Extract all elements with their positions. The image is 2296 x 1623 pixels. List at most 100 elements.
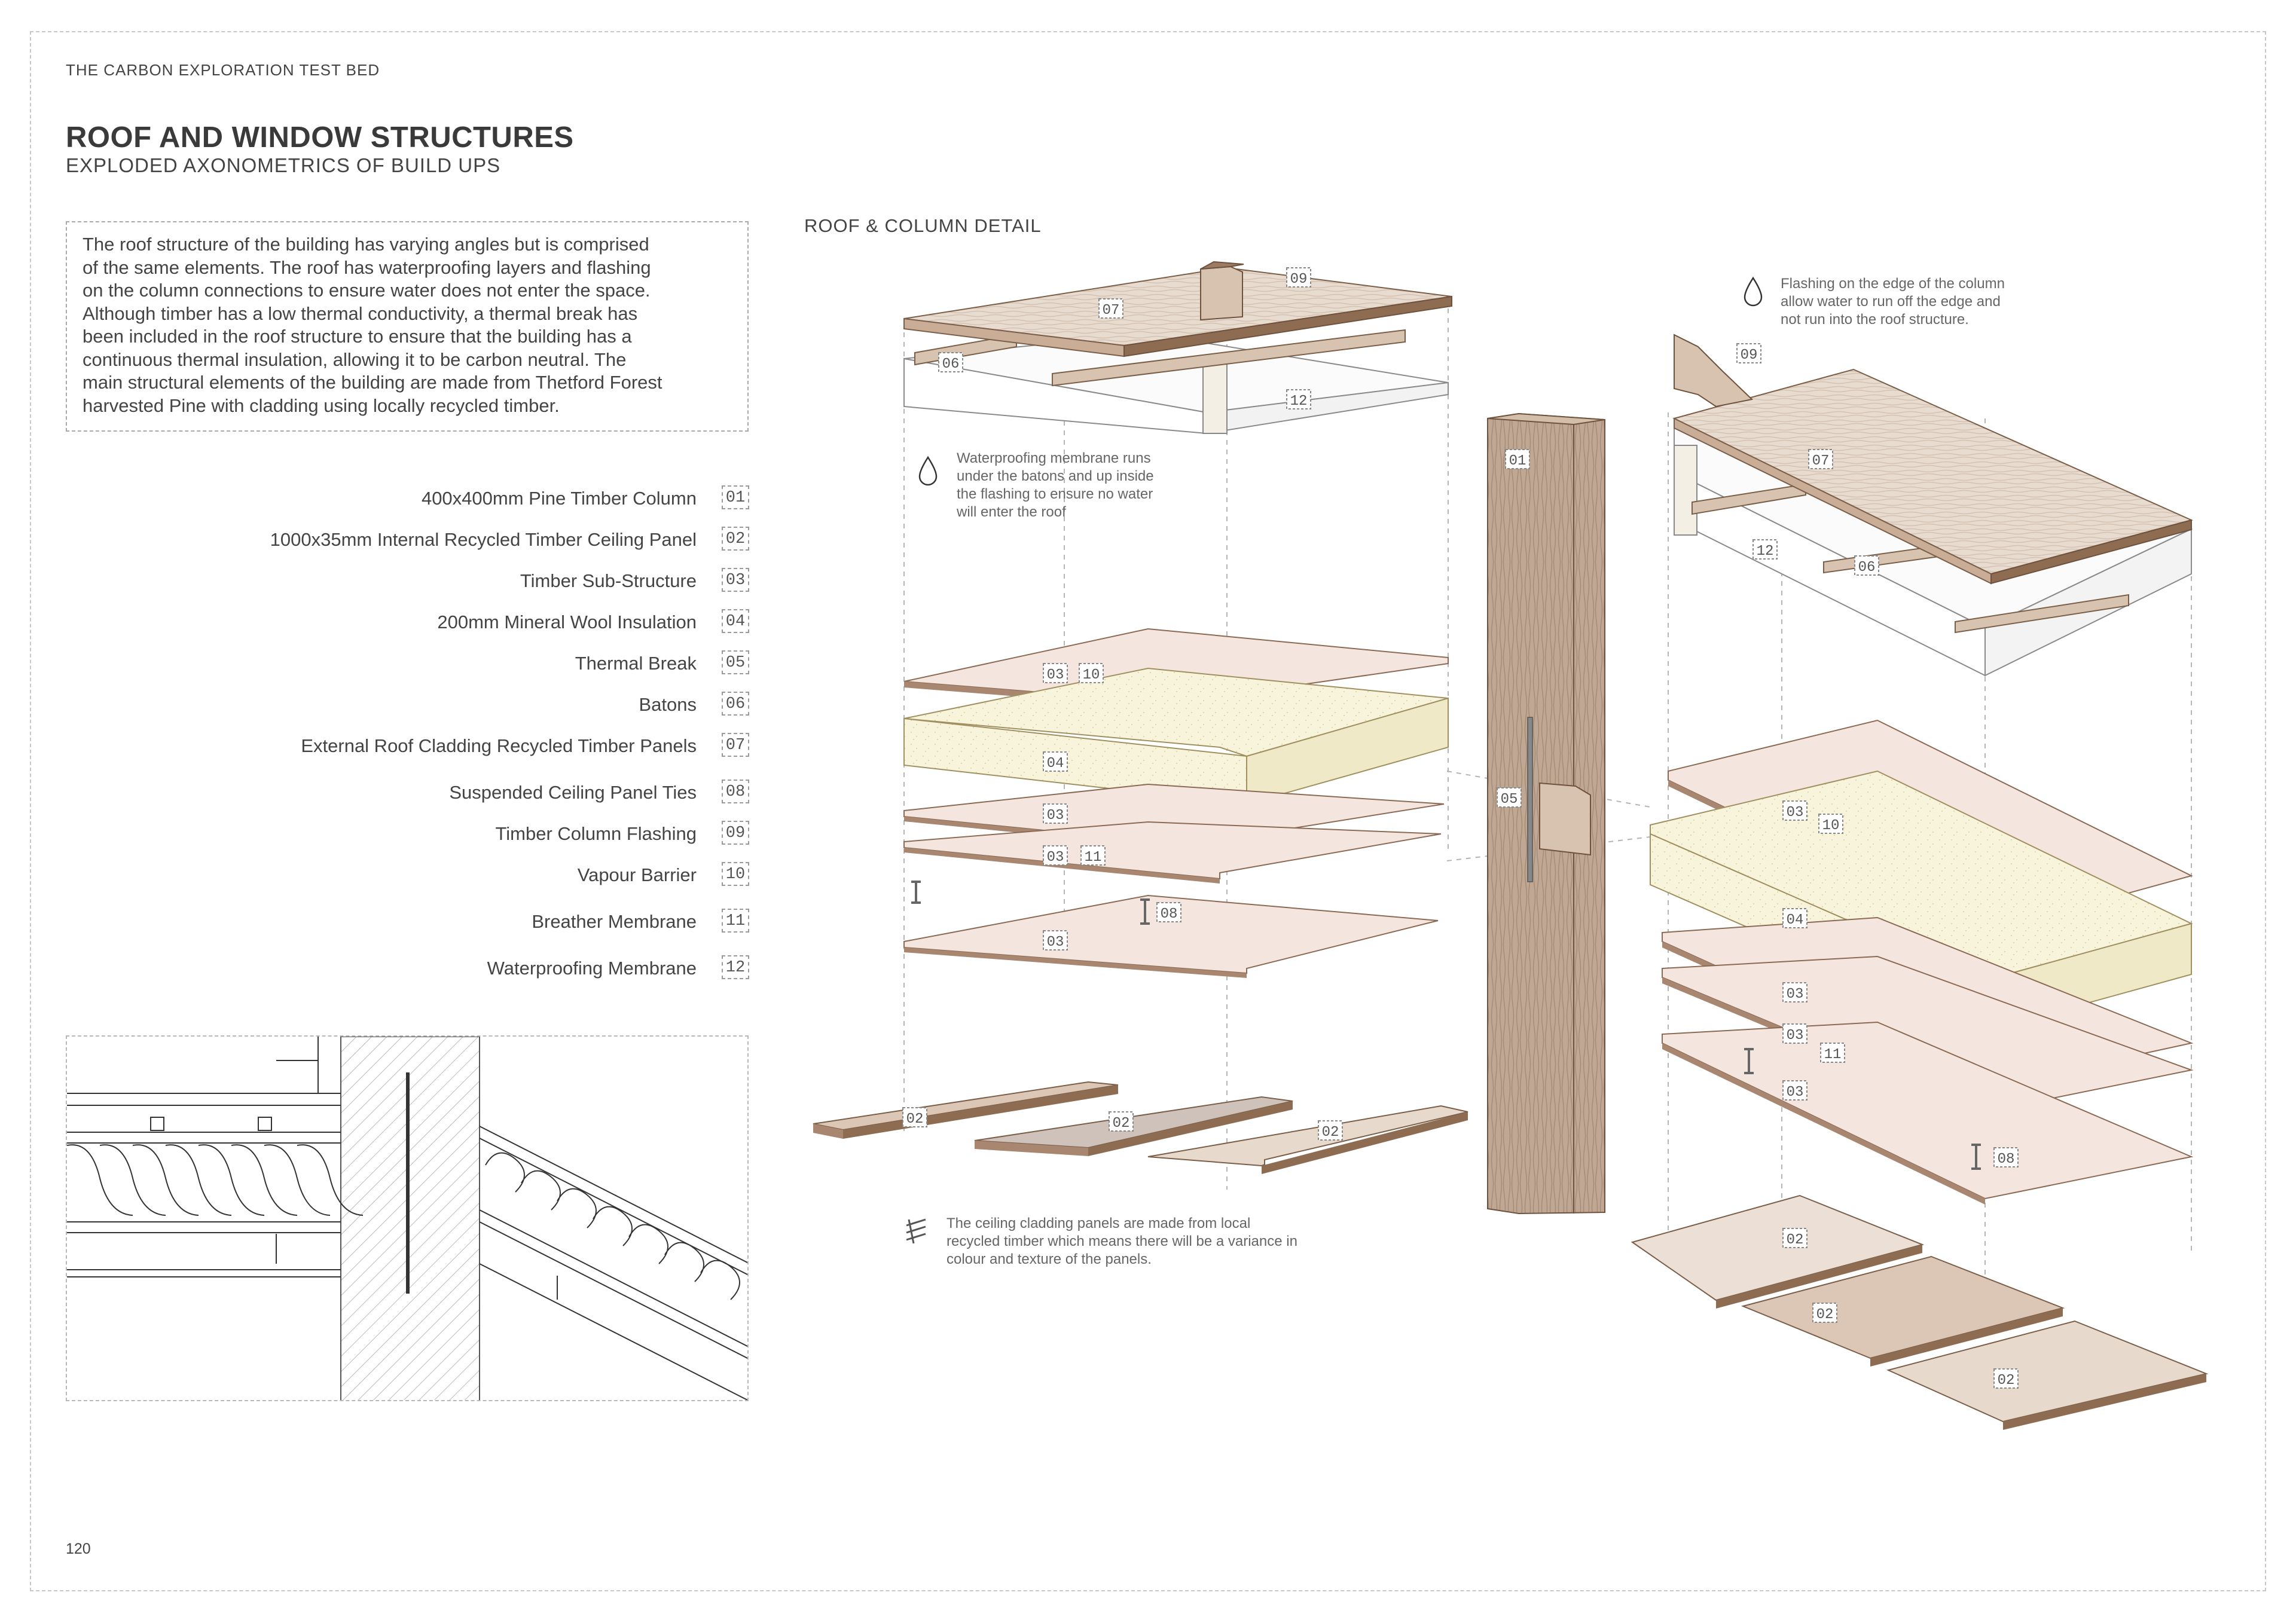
water-drop-icon bbox=[1744, 276, 1763, 307]
tag-04: 04 bbox=[1782, 908, 1808, 928]
page-subtitle: EXPLODED AXONOMETRICS OF BUILD UPS bbox=[66, 154, 501, 176]
legend-number: 07 bbox=[722, 733, 749, 757]
intro-line: of the same elements. The roof has water… bbox=[83, 256, 651, 278]
running-header: THE CARBON EXPLORATION TEST BED bbox=[66, 61, 380, 79]
svg-text:03: 03 bbox=[1047, 849, 1064, 866]
tag-12: 12 bbox=[1752, 539, 1778, 560]
tag-03: 03 bbox=[1782, 1080, 1808, 1101]
tag-03: 03 bbox=[1043, 663, 1068, 683]
svg-text:01: 01 bbox=[1509, 453, 1526, 469]
timber-column-flashing bbox=[1674, 334, 1754, 408]
thermal-break-plate bbox=[1527, 717, 1533, 882]
svg-text:03: 03 bbox=[1787, 1028, 1804, 1044]
tag-01: 01 bbox=[1505, 449, 1530, 469]
svg-text:12: 12 bbox=[1757, 543, 1774, 560]
wall-section bbox=[340, 1037, 480, 1400]
legend-label: 400x400mm Pine Timber Column bbox=[421, 488, 697, 509]
svg-text:02: 02 bbox=[1113, 1115, 1130, 1132]
svg-text:04: 04 bbox=[1047, 756, 1064, 772]
tag-03: 03 bbox=[1043, 803, 1068, 824]
note-line: Waterproofing membrane runs bbox=[957, 450, 1151, 466]
svg-text:02: 02 bbox=[1322, 1124, 1339, 1141]
svg-text:08: 08 bbox=[1998, 1151, 2015, 1167]
legend-label: Batons bbox=[639, 694, 697, 715]
legend-number: 04 bbox=[722, 609, 749, 633]
tag-04: 04 bbox=[1043, 751, 1068, 772]
right-roof-section bbox=[479, 1126, 747, 1400]
legend-label: Thermal Break bbox=[575, 653, 697, 674]
intro-line: continuous thermal insulation, allowing … bbox=[83, 349, 627, 370]
svg-text:06: 06 bbox=[1858, 560, 1876, 576]
note-line: not run into the roof structure. bbox=[1781, 311, 1969, 328]
legend-item: Timber Sub-Structure 03 bbox=[179, 568, 753, 594]
legend-number: 08 bbox=[722, 780, 749, 803]
note-line: The ceiling cladding panels are made fro… bbox=[947, 1215, 1251, 1231]
tag-08: 08 bbox=[1156, 902, 1181, 922]
tag-07: 07 bbox=[1098, 298, 1123, 319]
timber-column-flashing bbox=[1200, 265, 1243, 321]
svg-text:02: 02 bbox=[906, 1111, 924, 1127]
svg-text:03: 03 bbox=[1047, 667, 1064, 683]
legend-number: 01 bbox=[722, 485, 749, 509]
svg-text:02: 02 bbox=[1998, 1373, 2015, 1389]
legend-label: Suspended Ceiling Panel Ties bbox=[449, 782, 697, 803]
left-roof-assembly bbox=[813, 261, 1468, 1174]
tag-03: 03 bbox=[1043, 930, 1068, 950]
tag-12: 12 bbox=[1286, 389, 1311, 409]
intro-line: Although timber has a low thermal conduc… bbox=[83, 302, 638, 324]
legend-number: 09 bbox=[722, 821, 749, 845]
svg-text:02: 02 bbox=[1787, 1232, 1804, 1248]
legend-number: 03 bbox=[722, 568, 749, 592]
diagram-title: ROOF & COLUMN DETAIL bbox=[804, 215, 1042, 236]
tag-02: 02 bbox=[1812, 1303, 1837, 1323]
note-line: colour and texture of the panels. bbox=[947, 1251, 1152, 1267]
legend-item: 400x400mm Pine Timber Column 01 bbox=[179, 485, 753, 512]
note-line: recycled timber which means there will b… bbox=[947, 1233, 1297, 1249]
svg-text:03: 03 bbox=[1787, 986, 1804, 1002]
intro-text-box: The roof structure of the building has v… bbox=[66, 221, 749, 432]
tag-10: 10 bbox=[1079, 663, 1104, 683]
intro-line: main structural elements of the building… bbox=[83, 372, 662, 393]
tag-11: 11 bbox=[1820, 1043, 1845, 1063]
svg-text:02: 02 bbox=[1816, 1307, 1834, 1323]
legend-item: Suspended Ceiling Panel Ties 08 bbox=[179, 780, 753, 806]
tag-02: 02 bbox=[1782, 1228, 1808, 1248]
intro-line: harvested Pine with cladding using local… bbox=[83, 395, 560, 416]
diagram-tags: 07 09 06 12 03 10 04 03 03 11 08 03 02 0… bbox=[902, 267, 2019, 1389]
svg-text:06: 06 bbox=[942, 356, 960, 372]
legend-number: 02 bbox=[722, 527, 749, 551]
baton bbox=[1955, 594, 2129, 634]
tag-06: 06 bbox=[1854, 555, 1879, 576]
legend-number: 12 bbox=[722, 955, 749, 979]
section-detail-svg bbox=[67, 1037, 747, 1400]
legend-label: 1000x35mm Internal Recycled Timber Ceili… bbox=[270, 529, 697, 550]
page-number: 120 bbox=[66, 1541, 91, 1557]
ceiling-panel bbox=[813, 1081, 1119, 1131]
svg-text:09: 09 bbox=[1741, 347, 1758, 363]
legend-label: Timber Column Flashing bbox=[495, 823, 697, 844]
column-flashing-sleeve bbox=[1674, 445, 1697, 536]
intro-line: The roof structure of the building has v… bbox=[83, 234, 649, 255]
svg-text:10: 10 bbox=[1083, 667, 1100, 683]
tag-10: 10 bbox=[1818, 814, 1843, 834]
legend-number: 11 bbox=[722, 909, 749, 933]
svg-text:11: 11 bbox=[1085, 849, 1102, 866]
tag-03: 03 bbox=[1782, 1023, 1808, 1044]
tag-07: 07 bbox=[1808, 449, 1833, 469]
svg-text:11: 11 bbox=[1824, 1047, 1842, 1063]
legend-label: Vapour Barrier bbox=[577, 864, 697, 885]
legend-label: Timber Sub-Structure bbox=[520, 570, 697, 591]
section-detail-drawing bbox=[66, 1035, 749, 1401]
ceiling-panel-tie bbox=[911, 881, 1150, 925]
ceiling-note: The ceiling cladding panels are made fro… bbox=[947, 1215, 1297, 1269]
svg-text:07: 07 bbox=[1103, 302, 1120, 319]
legend-item: Timber Column Flashing 09 bbox=[179, 821, 753, 847]
legend-label: External Roof Cladding Recycled Timber P… bbox=[301, 735, 697, 756]
